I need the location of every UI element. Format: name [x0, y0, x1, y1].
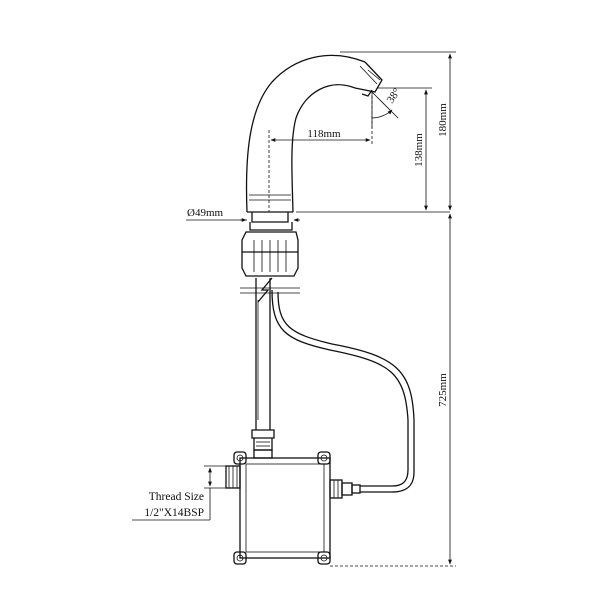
- angle-label: 38°: [385, 86, 404, 106]
- spout-height-label: 180mm: [437, 103, 449, 137]
- thread-size-value: 1/2"X14BSP: [144, 507, 204, 519]
- outlet-height-label: 138mm: [413, 133, 425, 167]
- total-length-label: 725mm: [437, 373, 449, 407]
- dimension-outlet-height: 138mm: [296, 87, 450, 213]
- sensor-cable: [271, 289, 415, 493]
- dimension-reach: 118mm: [268, 96, 373, 212]
- reach-label: 118mm: [307, 128, 341, 140]
- dimension-angle: 38°: [371, 86, 404, 128]
- dimension-spout-height: 180mm: [340, 51, 456, 211]
- spout: [245, 54, 383, 223]
- dimension-diameter: Ø49mm: [186, 207, 300, 222]
- thread-callout: Thread Size 1/2"X14BSP: [132, 465, 226, 521]
- dimension-total-length: 725mm: [330, 213, 456, 567]
- thread-size-label: Thread Size: [149, 491, 204, 503]
- lock-nut: [241, 222, 299, 277]
- supply-hose: [251, 278, 275, 451]
- control-box: [225, 449, 361, 565]
- diameter-label: Ø49mm: [187, 207, 224, 219]
